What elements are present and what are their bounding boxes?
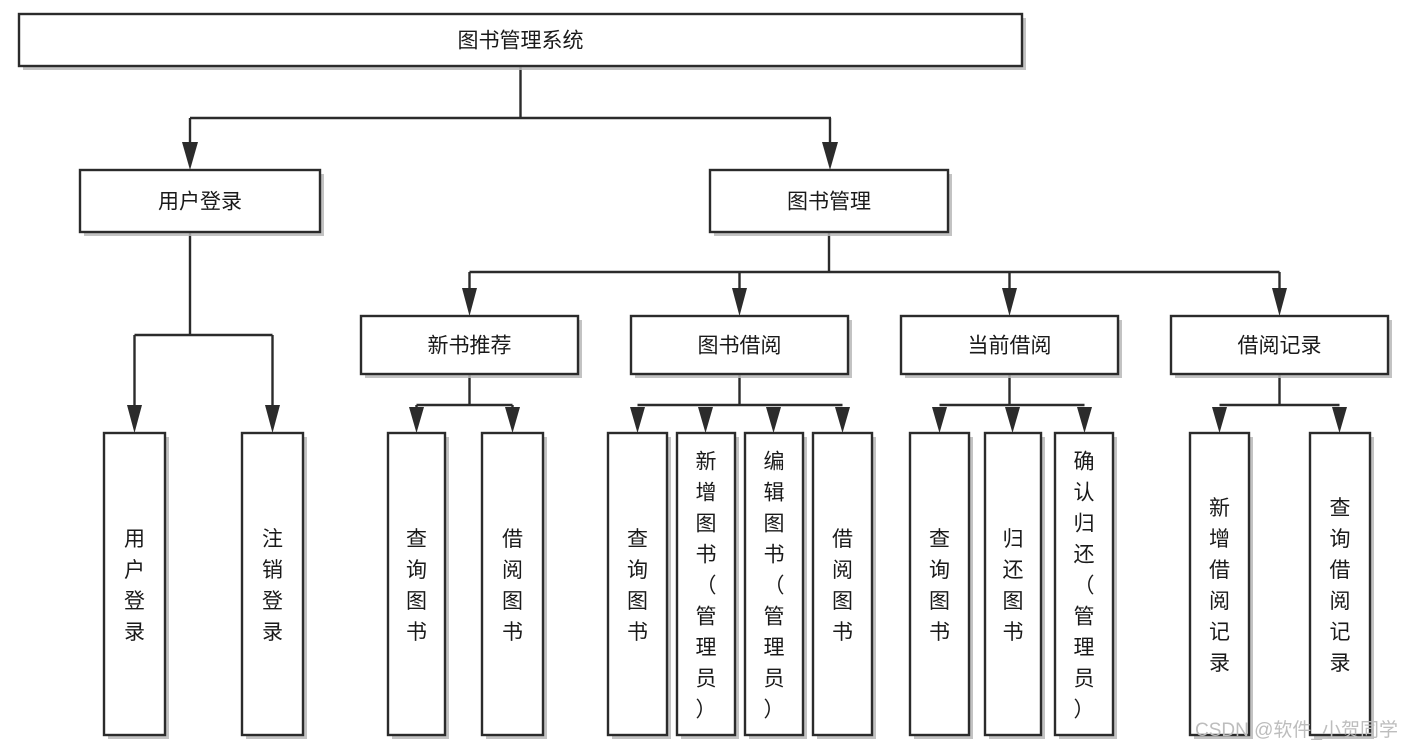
node-leaf[interactable]: 新增借阅记录: [1188, 431, 1253, 739]
node-rect: [899, 314, 1120, 376]
node-rect: [386, 431, 447, 737]
node-label-leaf-2: 查询图书: [406, 528, 427, 644]
node-label-new-book-recommend: 新书推荐: [428, 335, 512, 358]
node-leaf[interactable]: 借阅图书: [480, 431, 547, 739]
node-rect: [480, 431, 545, 737]
node-label-book-management: 图书管理: [787, 191, 871, 214]
node-label-current-borrow: 当前借阅: [968, 335, 1052, 358]
node-book-borrow[interactable]: 图书借阅: [629, 314, 852, 378]
node-rect: [908, 431, 971, 737]
arrow-head-icon: [182, 142, 198, 170]
arrow-head-icon: [1077, 407, 1092, 433]
node-rect: [240, 431, 305, 737]
node-borrow-record[interactable]: 借阅记录: [1169, 314, 1392, 378]
leaf-layer: 用户登录 注销登录 查询图书 借阅图书 查询图书 新增图书（管理员） 编辑图书（管理员） 借阅…: [102, 431, 1374, 739]
node-leaf[interactable]: 查询图书: [606, 431, 671, 739]
node-rect: [102, 431, 167, 737]
node-leaf[interactable]: 用户登录: [102, 431, 169, 739]
node-rect: [675, 431, 737, 737]
node-rect: [1308, 431, 1372, 737]
node-leaf[interactable]: 查询借阅记录: [1308, 431, 1374, 739]
node-label-leaf-1: 注销登录: [262, 528, 283, 644]
arrow-head-icon: [1212, 407, 1227, 433]
node-label-leaf-8: 查询图书: [929, 528, 950, 644]
node-label-leaf-11: 新增借阅记录: [1209, 497, 1230, 675]
arrow-head-icon: [1002, 288, 1017, 316]
node-label-leaf-6: 编辑图书（管理员）: [764, 451, 785, 722]
node-rect: [708, 168, 950, 234]
node-leaf[interactable]: 注销登录: [240, 431, 307, 739]
node-label-root: 图书管理系统: [458, 30, 584, 53]
node-leaf[interactable]: 确认归还（管理员）: [1053, 431, 1117, 739]
node-rect: [811, 431, 874, 737]
arrow-head-icon: [732, 288, 747, 316]
watermark: CSDN @软件_小贺同学: [1195, 719, 1398, 741]
node-current-borrow[interactable]: 当前借阅: [899, 314, 1122, 378]
arrow-head-icon: [698, 407, 713, 433]
node-rect: [743, 431, 805, 737]
arrow-head-icon: [409, 407, 424, 433]
arrow-head-icon: [822, 142, 838, 170]
arrow-head-icon: [1272, 288, 1287, 316]
node-rect: [1053, 431, 1115, 737]
node-label-leaf-10: 确认归还（管理员）: [1074, 451, 1095, 722]
node-label-leaf-12: 查询借阅记录: [1330, 497, 1351, 675]
node-leaf[interactable]: 归还图书: [983, 431, 1045, 739]
arrow-head-icon: [630, 407, 645, 433]
arrow-head-icon: [1005, 407, 1020, 433]
node-rect: [78, 168, 322, 234]
node-rect: [1169, 314, 1390, 376]
node-root[interactable]: 图书管理系统: [17, 12, 1026, 70]
node-rect: [606, 431, 669, 737]
node-leaf[interactable]: 新增图书（管理员）: [675, 431, 739, 739]
node-label-leaf-5: 新增图书（管理员）: [696, 451, 717, 722]
node-rect: [17, 12, 1024, 68]
node-label-leaf-7: 借阅图书: [832, 528, 853, 644]
arrow-head-icon: [127, 405, 142, 433]
connector-layer: [127, 66, 1347, 433]
node-user-login[interactable]: 用户登录: [78, 168, 324, 236]
node-label-book-borrow: 图书借阅: [698, 335, 782, 358]
node-label-user-login: 用户登录: [158, 191, 242, 214]
node-rect: [983, 431, 1043, 737]
node-label-leaf-3: 借阅图书: [502, 528, 523, 644]
node-leaf[interactable]: 查询图书: [908, 431, 973, 739]
node-book-management[interactable]: 图书管理: [708, 168, 952, 236]
node-label-leaf-9: 归还图书: [1003, 528, 1024, 644]
arrow-head-icon: [505, 407, 520, 433]
node-rect: [1188, 431, 1251, 737]
node-label-borrow-record: 借阅记录: [1238, 335, 1322, 358]
arrow-head-icon: [1332, 407, 1347, 433]
node-leaf[interactable]: 编辑图书（管理员）: [743, 431, 807, 739]
node-new-book-recommend[interactable]: 新书推荐: [359, 314, 582, 378]
node-leaf[interactable]: 查询图书: [386, 431, 449, 739]
node-rect: [629, 314, 850, 376]
arrow-head-icon: [265, 405, 280, 433]
node-label-leaf-4: 查询图书: [627, 528, 648, 644]
node-label-leaf-0: 用户登录: [124, 528, 145, 644]
arrow-head-icon: [766, 407, 781, 433]
arrow-head-icon: [462, 288, 477, 316]
arrow-head-icon: [835, 407, 850, 433]
node-leaf[interactable]: 借阅图书: [811, 431, 876, 739]
arrow-head-icon: [932, 407, 947, 433]
node-rect: [359, 314, 580, 376]
